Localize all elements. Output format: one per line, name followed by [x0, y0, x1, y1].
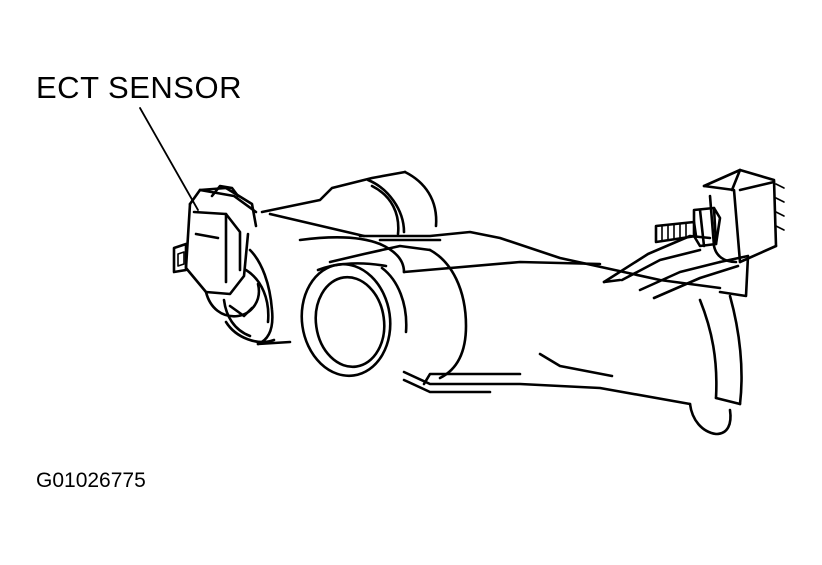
upper-rear-pipe [260, 170, 442, 242]
figure-id: G01026775 [36, 469, 146, 492]
threaded-stud [654, 206, 722, 248]
ect-sensor-connector [172, 184, 276, 344]
ect-sensor-label: ECT SENSOR [36, 70, 242, 105]
housing-body [248, 230, 743, 436]
mounting-bracket [602, 168, 785, 300]
front-outlet-pipe [300, 244, 468, 380]
ect-sensor-leader-line [139, 107, 199, 211]
